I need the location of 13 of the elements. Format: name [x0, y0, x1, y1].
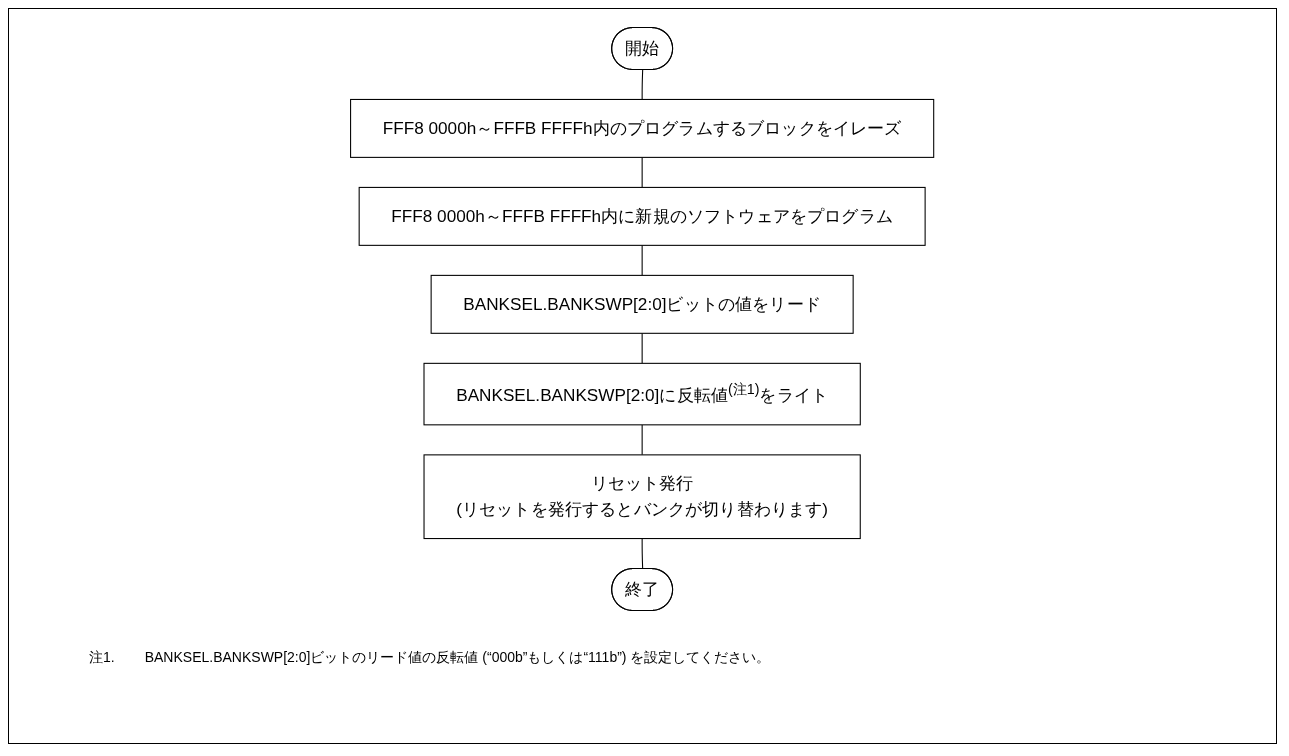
node-box: FFF8 0000h～FFFB FFFFh内のプログラムするブロックをイレーズ	[350, 98, 935, 158]
connector	[641, 424, 644, 456]
node-box: リセット発行 (リセットを発行するとバンクが切り替わります)	[423, 454, 862, 540]
connector	[641, 332, 644, 364]
connector	[641, 538, 644, 570]
node-box: FFF8 0000h～FFFB FFFFh内に新規のソフトウェアをプログラム	[359, 186, 926, 246]
note-text: BANKSEL.BANKSWP[2:0]ビットのリード値の反転値 (“000b”もしくは“111b”) を設定してください。	[144, 649, 771, 667]
node-box: BANKSEL.BANKSWP[2:0]ビットの値をリード	[430, 274, 855, 334]
connector	[641, 156, 644, 188]
connector	[641, 69, 644, 100]
connector	[641, 244, 644, 276]
note-marker: 注1.	[89, 649, 115, 667]
node-box: BANKSEL.BANKSWP[2:0]に反転値$^{(注1)}$をライト	[423, 362, 862, 426]
